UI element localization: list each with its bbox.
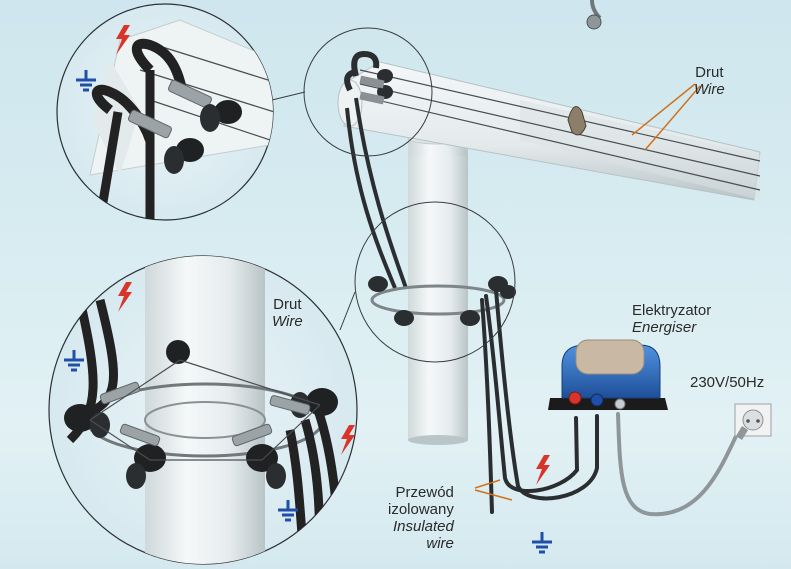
power-socket-icon — [734, 403, 772, 440]
earth-ground-icon — [64, 350, 84, 372]
label-wire-detail: Drut Wire — [272, 296, 303, 330]
label-insulated-cable: Przewód izolowany Insulated wire — [388, 484, 454, 552]
energiser-cables — [480, 288, 740, 517]
earth-ground-icon — [76, 70, 96, 92]
down-cables — [345, 97, 408, 289]
collar-detail-view — [48, 255, 358, 565]
earth-ground-icon — [278, 500, 298, 522]
label-wire-main: Drut Wire — [694, 64, 725, 98]
earth-ground-icon — [532, 532, 552, 554]
label-voltage: 230V/50Hz — [690, 374, 765, 391]
wire-clip — [567, 106, 587, 136]
collar-detail-ring — [354, 201, 516, 363]
hanging-hook — [586, 0, 602, 30]
lightning-bolt-icon — [116, 25, 130, 55]
arm-detail-view — [56, 3, 274, 221]
lightning-bolt-icon — [118, 282, 132, 312]
main-pole — [407, 96, 469, 445]
energiser-device-icon — [548, 339, 668, 410]
lightning-bolt-icon — [536, 455, 550, 485]
lightning-bolt-icon — [341, 425, 355, 455]
label-energiser: Elektryzator Energiser — [632, 302, 712, 336]
detail-leaders — [271, 91, 356, 331]
arm-insulators — [344, 50, 393, 105]
pole-collar — [368, 276, 516, 326]
arm-wires — [359, 69, 761, 191]
